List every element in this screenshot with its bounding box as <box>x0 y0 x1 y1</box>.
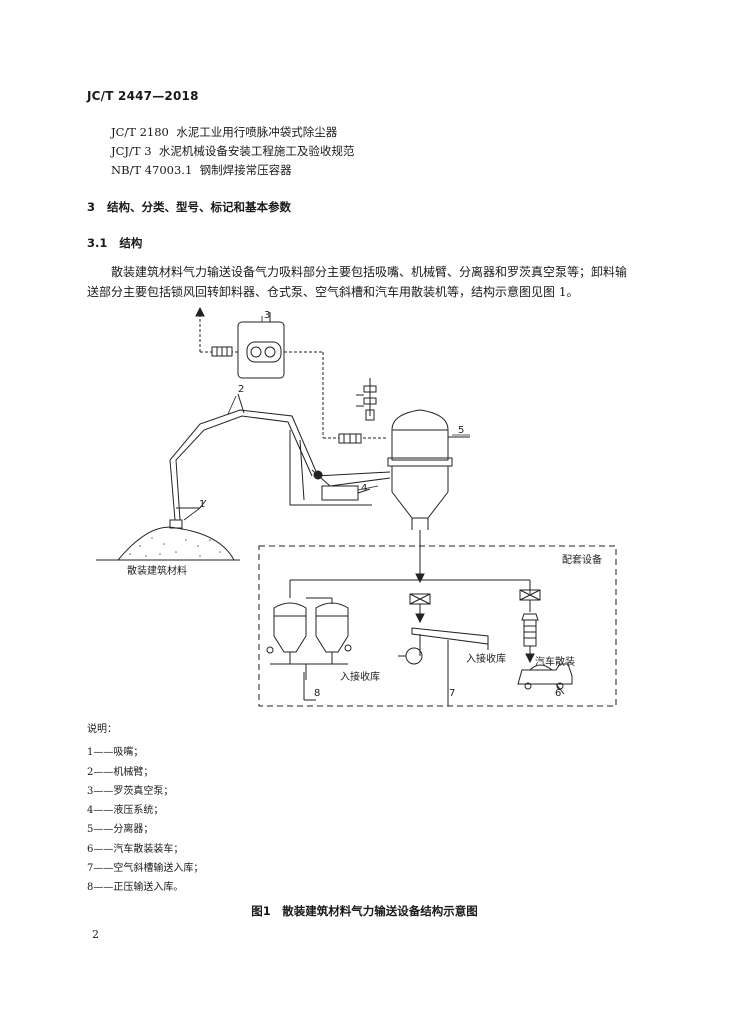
callout-number: 6 <box>555 688 561 699</box>
reference-title: 钢制焊接常压容器 <box>199 163 292 177</box>
section-3-heading: 3 结构、分类、型号、标记和基本参数 <box>87 199 291 215</box>
section-title: 结构、分类、型号、标记和基本参数 <box>107 200 292 214</box>
reference-row: JCJ/T 3 水泥机械设备安装工程施工及验收规范 <box>111 143 354 159</box>
reference-code: NB/T 47003.1 <box>111 163 193 177</box>
callout-number: 1 <box>199 499 205 510</box>
legend-item: 3——罗茨真空泵； <box>87 786 174 797</box>
section-number: 3 <box>87 200 96 214</box>
storage-label: 入接收库 <box>466 652 506 665</box>
figure-caption: 图1 散装建筑材料气力输送设备结构示意图 <box>251 904 478 918</box>
reference-row: NB/T 47003.1 钢制焊接常压容器 <box>111 162 292 178</box>
reference-row: JC/T 2180 水泥工业用行喷脉冲袋式除尘器 <box>111 124 337 140</box>
legend-heading: 说明： <box>87 724 117 735</box>
legend-item: 4——液压系统； <box>87 805 164 816</box>
callout-number: 3 <box>264 310 270 321</box>
pile-label: 散装建筑材料 <box>127 564 187 577</box>
callout-number: 8 <box>314 688 320 699</box>
truck-loading-label: 汽车散装 <box>535 655 575 668</box>
callout-number: 7 <box>449 688 455 699</box>
reference-code: JCJ/T 3 <box>111 144 152 158</box>
callout-number: 2 <box>238 384 244 395</box>
body-paragraph-line: 送部分主要包括锁风回转卸料器、仓式泵、空气斜槽和汽车用散装机等，结构示意图见图 … <box>87 285 579 299</box>
reference-code: JC/T 2180 <box>111 125 169 139</box>
section-3-1-heading: 3.1 结构 <box>87 235 142 251</box>
legend-item: 6——汽车散装装车； <box>87 844 184 855</box>
section-title: 结构 <box>119 236 143 250</box>
legend-item: 1——吸嘴； <box>87 747 144 758</box>
callout-number: 5 <box>458 425 464 436</box>
section-number: 3.1 <box>87 236 108 250</box>
legend-item: 2——机械臂； <box>87 767 154 778</box>
legend-item: 8——正压输送入库。 <box>87 882 184 893</box>
storage-label: 入接收库 <box>340 670 380 683</box>
aux-equipment-label: 配套设备 <box>562 553 602 566</box>
reference-title: 水泥机械设备安装工程施工及验收规范 <box>158 144 355 158</box>
legend-item: 5——分离器； <box>87 824 154 835</box>
standard-code-header: JC/T 2447—2018 <box>87 89 199 103</box>
reference-title: 水泥工业用行喷脉冲袋式除尘器 <box>176 125 338 139</box>
legend-item: 7——空气斜槽输送入库； <box>87 863 204 874</box>
page-number: 2 <box>92 928 99 941</box>
callout-number: 4 <box>361 483 367 494</box>
body-paragraph-line: 散装建筑材料气力输送设备气力吸料部分主要包括吸嘴、机械臂、分离器和罗茨真空泵等；… <box>111 265 628 279</box>
